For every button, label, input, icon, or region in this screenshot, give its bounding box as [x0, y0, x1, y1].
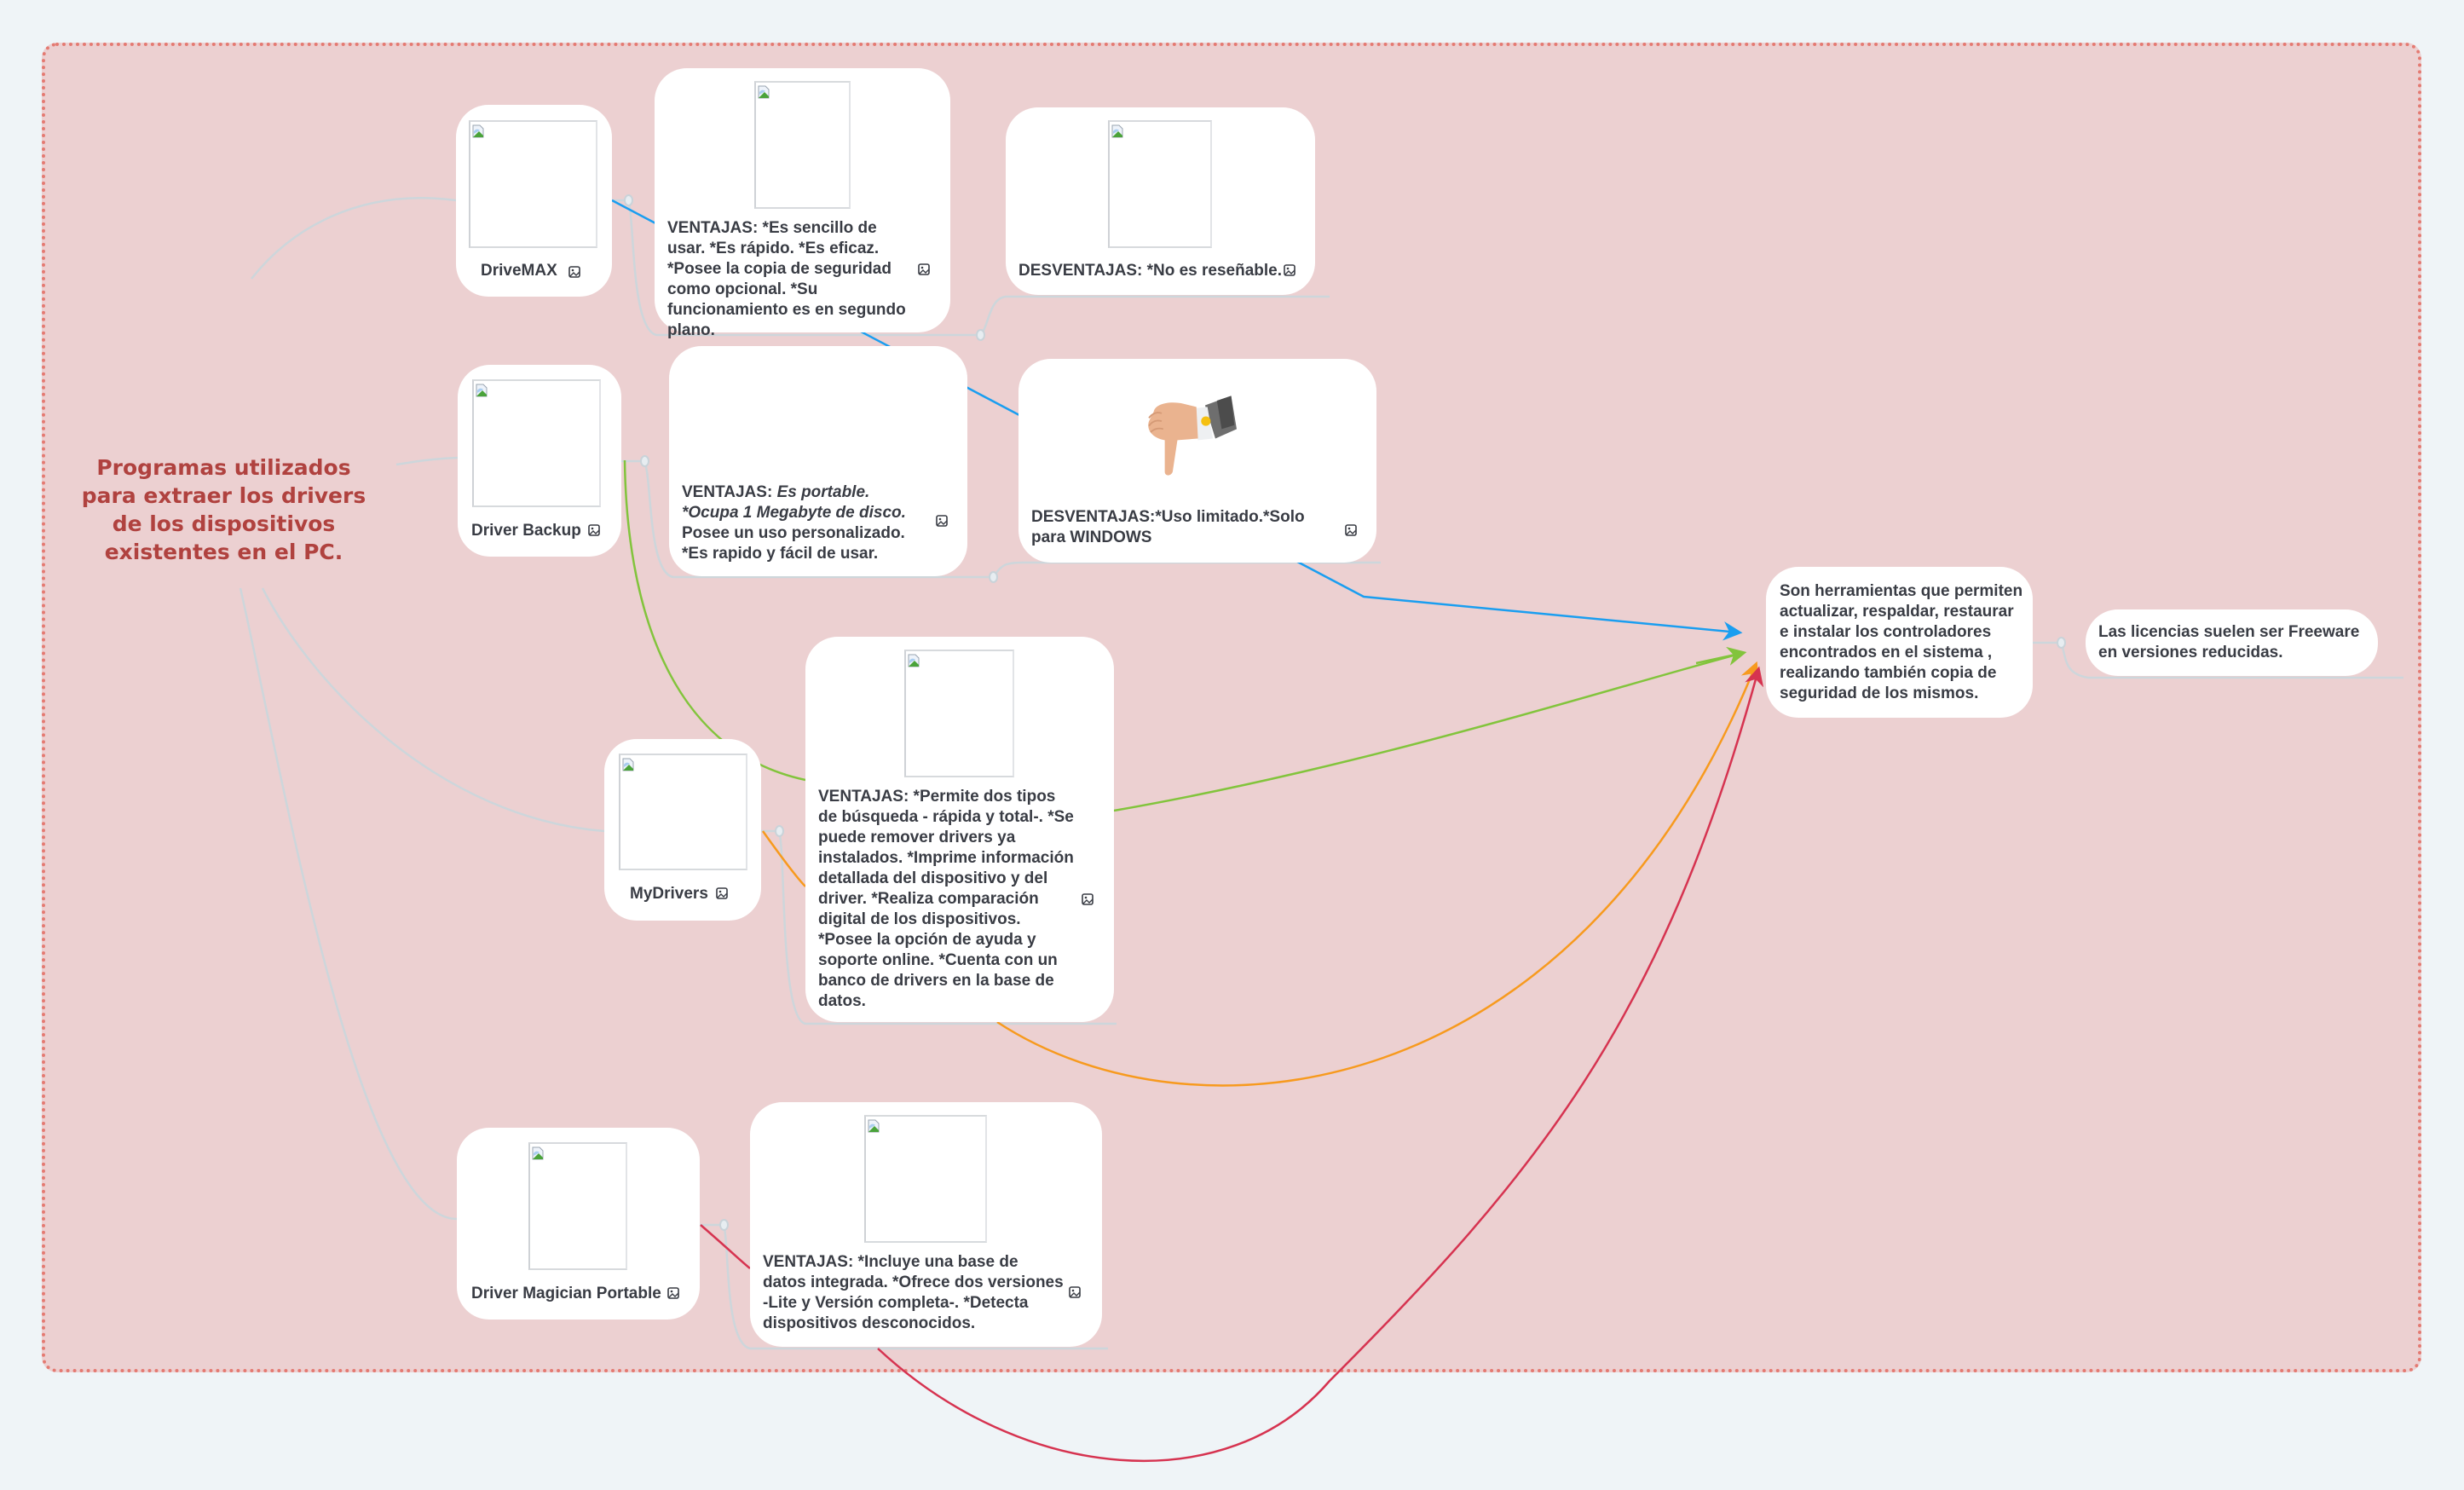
- image-icon[interactable]: [1068, 1285, 1082, 1299]
- desventajas-text: DESVENTAJAS: *No es reseñable.: [1018, 262, 1283, 280]
- driver-backup-ventajas[interactable]: VENTAJAS: Es portable. *Ocupa 1 Megabyte…: [669, 346, 967, 576]
- image-icon[interactable]: [1081, 892, 1094, 906]
- ventajas-prefix: VENTAJAS:: [682, 483, 777, 501]
- drivemax-ventajas[interactable]: VENTAJAS: *Es sencillo de usar. *Es rápi…: [655, 68, 950, 339]
- broken-image-icon: [472, 124, 484, 138]
- topic-label: DriveMAX: [481, 262, 557, 280]
- image-icon[interactable]: [935, 514, 949, 528]
- topic-label: MyDrivers: [630, 885, 708, 903]
- ventajas-text: VENTAJAS: *Incluye una base de datos int…: [763, 1253, 1064, 1332]
- broken-image-icon: [868, 1119, 880, 1133]
- collapse-handle[interactable]: [719, 1219, 729, 1231]
- image-icon[interactable]: [568, 265, 581, 279]
- thumbs-down-hand-image: [1148, 396, 1237, 476]
- image-icon[interactable]: [587, 523, 601, 537]
- central-topic[interactable]: Programas utilizados para extraer los dr…: [81, 455, 366, 564]
- topic-driver-magician-portable[interactable]: Driver Magician Portable: [457, 1128, 700, 1320]
- topic-mydrivers[interactable]: MyDrivers: [604, 739, 761, 921]
- mydrivers-ventajas[interactable]: VENTAJAS: *Permite dos tipos de búsqueda…: [805, 637, 1114, 1022]
- ventajas-rest: Posee un uso personalizado. *Es rapido y…: [682, 524, 905, 563]
- image-placeholder: [528, 1142, 627, 1270]
- licencias-topic[interactable]: Las licencias suelen ser Freeware en ver…: [2086, 609, 2378, 676]
- image-icon[interactable]: [917, 263, 931, 276]
- ventajas-text: VENTAJAS: *Es sencillo de usar. *Es rápi…: [667, 219, 906, 339]
- image-placeholder: [619, 754, 747, 870]
- topic-drivemax[interactable]: DriveMAX: [456, 105, 612, 297]
- image-placeholder: [469, 120, 597, 248]
- topic-driver-backup[interactable]: Driver Backup: [458, 365, 621, 557]
- ventajas-italic: Es portable. *Ocupa 1 Megabyte de disco.: [682, 483, 906, 522]
- image-placeholder: [472, 379, 601, 507]
- image-placeholder: [904, 650, 1014, 777]
- driver-magician-ventajas[interactable]: VENTAJAS: *Incluye una base de datos int…: [750, 1102, 1102, 1347]
- topic-label: Driver Magician Portable: [471, 1285, 661, 1302]
- collapse-handle[interactable]: [976, 329, 985, 341]
- broken-image-icon: [908, 654, 920, 667]
- summary-text: Son herramientas que permiten actualizar…: [1780, 582, 2023, 702]
- licencias-text: Las licencias suelen ser Freeware en ver…: [2098, 623, 2360, 661]
- collapse-handle[interactable]: [640, 455, 649, 467]
- driver-backup-desventajas[interactable]: DESVENTAJAS:*Uso limitado.*Solo para WIN…: [1018, 359, 1376, 563]
- broken-image-icon: [758, 85, 770, 99]
- image-icon[interactable]: [1283, 263, 1296, 277]
- collapse-handle[interactable]: [989, 571, 998, 583]
- broken-image-icon: [532, 1146, 544, 1160]
- broken-image-icon: [622, 758, 634, 771]
- collapse-handle[interactable]: [2057, 637, 2066, 649]
- collapse-handle[interactable]: [775, 825, 784, 837]
- image-icon[interactable]: [715, 886, 729, 900]
- broken-image-icon: [1111, 124, 1123, 138]
- drivemax-desventajas[interactable]: DESVENTAJAS: *No es reseñable.: [1006, 107, 1315, 295]
- summary-topic[interactable]: Son herramientas que permiten actualizar…: [1766, 567, 2033, 718]
- image-placeholder: [864, 1115, 987, 1243]
- topic-label: Driver Backup: [471, 522, 581, 540]
- collapse-handle[interactable]: [624, 194, 633, 206]
- ventajas-text: VENTAJAS: *Permite dos tipos de búsqueda…: [818, 788, 1074, 1010]
- image-icon[interactable]: [666, 1286, 680, 1300]
- image-icon[interactable]: [1344, 523, 1358, 537]
- broken-image-icon: [476, 384, 488, 397]
- image-placeholder: [754, 81, 851, 209]
- image-placeholder: [1108, 120, 1212, 248]
- desventajas-text: DESVENTAJAS:*Uso limitado.*Solo para WIN…: [1031, 508, 1305, 546]
- ventajas-text: VENTAJAS: Es portable. *Ocupa 1 Megabyte…: [682, 482, 929, 564]
